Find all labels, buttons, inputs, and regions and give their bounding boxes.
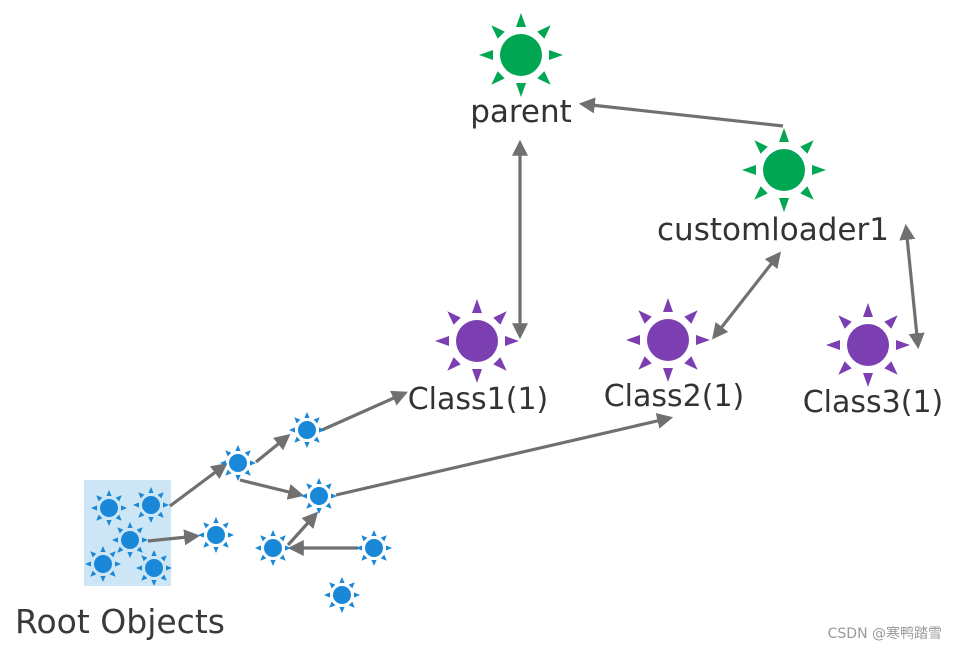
object-nodes — [85, 412, 392, 613]
label-root-objects: Root Objects — [15, 602, 225, 641]
object-node-2 — [289, 412, 325, 448]
arrow-customloader-to-parent — [578, 97, 784, 128]
arrow-obj4-to-obj3 — [286, 511, 319, 547]
arrow-customloader-class3 — [899, 223, 925, 350]
reference-arrows — [147, 97, 925, 556]
loader-parent — [479, 13, 563, 97]
label-parent: parent — [470, 94, 572, 130]
arrow-obj1-to-obj3 — [239, 478, 305, 500]
root-object-3 — [112, 522, 148, 558]
watermark: CSDN @寒鸭踏雪 — [828, 625, 942, 642]
arrow-customloader-class2 — [712, 251, 781, 340]
label-class1: Class1(1) — [408, 382, 549, 417]
root-object-4 — [85, 546, 121, 582]
root-object-5 — [136, 550, 172, 586]
arrow-root-to-obj1 — [169, 463, 228, 508]
class3-node — [826, 303, 910, 387]
object-node-3 — [301, 478, 337, 514]
object-node-4 — [255, 530, 291, 566]
object-node-7 — [198, 517, 234, 553]
arrow-obj2-to-class1 — [321, 390, 408, 432]
root-object-1 — [91, 490, 127, 526]
arrow-obj3-to-class2 — [335, 413, 674, 497]
object-node-5 — [356, 530, 392, 566]
arrow-root-to-obj7 — [147, 529, 201, 546]
arrow-obj1-to-obj2 — [254, 433, 291, 464]
loader-customloader1 — [742, 128, 826, 212]
class1-node — [435, 299, 519, 383]
label-customloader1: customloader1 — [657, 212, 889, 248]
object-node-1 — [220, 445, 256, 481]
object-node-6 — [324, 577, 360, 613]
class2-node — [626, 298, 710, 382]
label-class2: Class2(1) — [604, 379, 745, 414]
label-class3: Class3(1) — [803, 385, 944, 420]
root-object-2 — [133, 487, 169, 523]
